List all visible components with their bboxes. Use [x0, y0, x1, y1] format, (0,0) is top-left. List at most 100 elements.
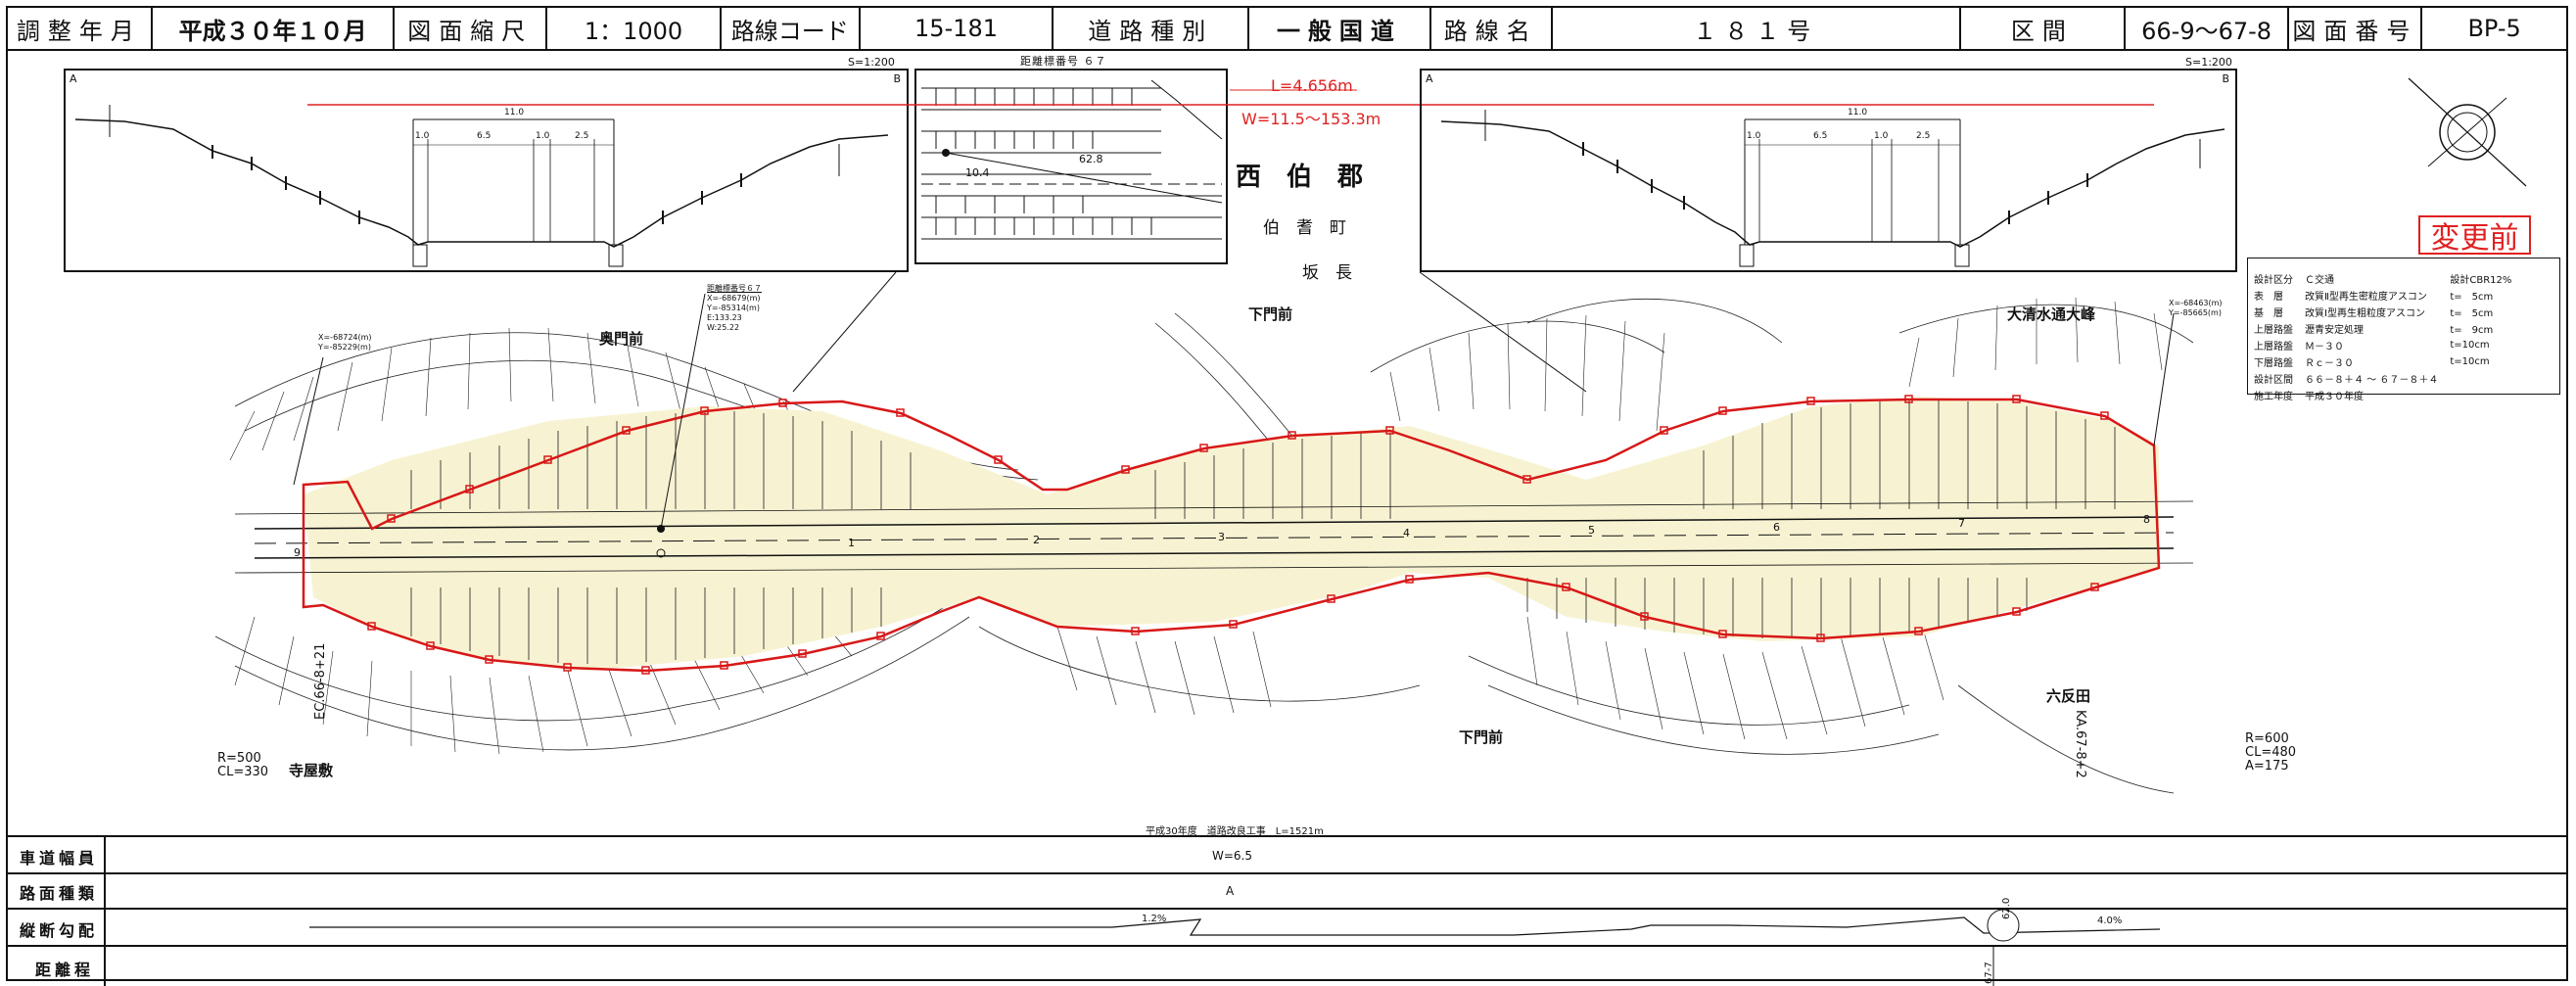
adjustment-date-value: 平成３０年１０月	[153, 8, 396, 49]
detail-inset: 10.4 62.8	[914, 69, 1228, 264]
section-right-label-b: B	[2222, 72, 2229, 85]
route-name-label: 路線名	[1431, 8, 1553, 49]
place-okumonmae: 奥門前	[599, 330, 644, 348]
station-number: 8	[2143, 513, 2150, 526]
drawing-number-value: BP-5	[2467, 15, 2521, 42]
station-number: 4	[1403, 527, 1410, 540]
detail-dim-b: 62.8	[1079, 153, 1103, 165]
cross-section-left-drawing	[74, 105, 889, 267]
curve-right-params: R=600 CL=480 A=175	[2245, 732, 2296, 774]
locality-name: 坂 長	[1302, 263, 1352, 283]
place-rokutanda: 六反田	[2046, 687, 2091, 705]
longitudinal-gradient-label: 縦断勾配	[20, 921, 99, 940]
curve-right-r: R=600	[2245, 731, 2289, 746]
adjustment-date-label: 調整年月	[8, 8, 153, 49]
km-post-marker	[942, 149, 950, 157]
section-right-dim-4: 2.5	[1916, 131, 1931, 141]
station-number: 6	[1773, 521, 1780, 534]
curve-right-a: A=175	[2245, 759, 2289, 774]
section-left-dim-3: 1.0	[536, 131, 550, 141]
station-number: 7	[1958, 517, 1965, 530]
km-post-67-marker	[657, 525, 665, 533]
section-left-label-a: A	[70, 72, 77, 85]
scale-value: 1：1000	[547, 8, 722, 49]
spec-row: 施工年度平成３０年度	[2254, 392, 2364, 402]
station-number: 9	[294, 546, 301, 559]
route-code-label: 路線コード	[722, 8, 861, 49]
carriageway-width-value: W=6.5	[1212, 849, 1253, 863]
route-code-value: 15-181	[861, 8, 1054, 49]
place-terayashiki: 寺屋敷	[289, 762, 334, 779]
end-point-y: Y=-85665(m)	[2169, 308, 2222, 317]
town-name: 伯 耆 町	[1263, 218, 1346, 238]
section-right-dim-1: 1.0	[1747, 131, 1761, 141]
end-point-x: X=-68463(m)	[2169, 299, 2223, 307]
section-right-scale: S=1:200	[2185, 56, 2232, 69]
place-shimomonmae-north: 下門前	[1248, 305, 1293, 323]
north-arrow-icon	[2408, 77, 2527, 187]
distance-label: 距離程	[35, 961, 95, 979]
section-value: 66-9～67-8	[2126, 8, 2290, 49]
cross-section-left: A B 11.0 1.0 6.5 1.0 2.5	[64, 69, 909, 272]
drawing-number-label: 図面番号	[2289, 8, 2423, 49]
place-oshimizu: 大清水通大峰	[2007, 305, 2096, 323]
section-left-scale: S=1:200	[848, 56, 895, 69]
station-ka-label: KA.67-8+2	[2073, 710, 2087, 778]
section-right-dim-2: 6.5	[1813, 131, 1828, 141]
surface-type-value: A	[1226, 884, 1235, 898]
cross-section-right: A B 11.0 1.0 6.5 1.0 2.5	[1420, 69, 2237, 272]
start-point-y: Y=-85229(m)	[318, 343, 371, 352]
construction-boundary	[302, 398, 2161, 673]
carriageway-width-label: 車道幅員	[20, 849, 99, 868]
section-left-total-width: 11.0	[504, 108, 525, 117]
detail-inset-title: 距離標番号 ６７	[1020, 55, 1107, 68]
km-post-note: 距離標番号６７ X=-68679(m) Y=-85314(m) E:133.23…	[707, 284, 762, 333]
km-post-w: W:25.22	[707, 323, 740, 332]
distance-marker: 67-7	[1984, 962, 1994, 984]
cross-section-right-drawing	[1440, 110, 2225, 267]
vertical-curve-value: 62.0	[2001, 897, 2012, 919]
detail-inset-drawing	[921, 79, 1223, 240]
district-name: 西 伯 郡	[1236, 163, 1364, 192]
section-right-total-width: 11.0	[1848, 108, 1868, 117]
km-post-y: Y=-85314(m)	[707, 304, 760, 312]
section-left-dim-1: 1.0	[415, 131, 430, 141]
road-type-label: 道路種別	[1054, 8, 1250, 49]
road-type-value: 一般国道	[1249, 8, 1431, 49]
project-width-range: W=11.5～153.3m	[1241, 110, 1382, 128]
place-shimomonmae-south: 下門前	[1459, 728, 1504, 746]
start-point-x: X=-68724(m)	[318, 333, 372, 342]
status-stamp: 変更前	[2418, 215, 2531, 256]
section-label: 区間	[1961, 8, 2126, 49]
section-left-label-b: B	[893, 72, 901, 85]
section-right-label-a: A	[1426, 72, 1433, 85]
start-point-coords: X=-68724(m) Y=-85229(m)	[318, 333, 372, 352]
curve-left-r: R=500	[217, 751, 261, 766]
section-right-dim-3: 1.0	[1874, 131, 1889, 141]
surface-type-label: 路面種類	[20, 884, 99, 903]
km-post-e: E:133.23	[707, 313, 742, 322]
station-ec-label: EC.66-8+21	[313, 642, 328, 720]
curve-right-cl: CL=480	[2245, 745, 2297, 760]
profile-table: 車道幅員 W=6.5 路面種類 A 縦断勾配 距離程 1.2% 4.0% 62.…	[6, 835, 2568, 986]
gradient-segment-1: 1.2%	[1142, 914, 1167, 924]
section-left-dim-4: 2.5	[575, 131, 589, 141]
route-name-value: １８１号	[1553, 8, 1961, 49]
title-block-header: 調整年月 平成３０年１０月 図面縮尺 1：1000 路線コード 15-181 道…	[6, 6, 2568, 51]
station-number: 3	[1218, 531, 1225, 543]
section-left-dim-2: 6.5	[477, 131, 492, 141]
status-stamp-text: 変更前	[2430, 221, 2519, 256]
station-number: 2	[1033, 534, 1040, 546]
km-post-x: X=-68679(m)	[707, 294, 761, 303]
gradient-segment-2: 4.0%	[2097, 916, 2123, 926]
detail-dim-a: 10.4	[965, 166, 990, 179]
